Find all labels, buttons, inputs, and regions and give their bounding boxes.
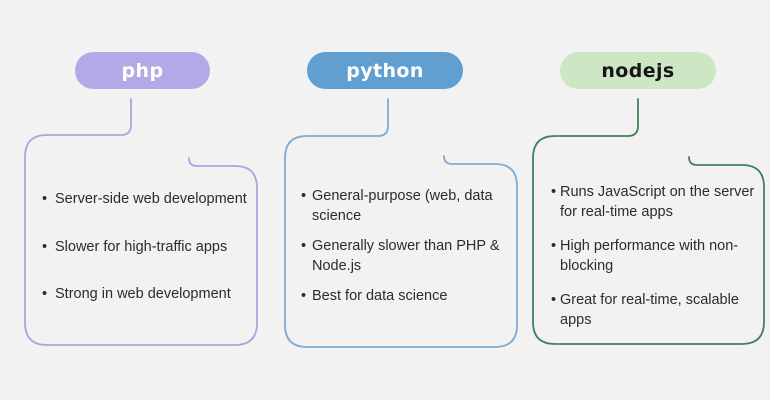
node-pill-php: php (75, 52, 210, 89)
bullet-list-php: • Server-side web development • Slower f… (42, 190, 250, 333)
python-branch-outline (284, 98, 518, 348)
list-item: • Runs JavaScript on the server for real… (551, 183, 759, 222)
bullet-marker: • (301, 238, 307, 254)
node-pill-python: python (307, 52, 463, 89)
php-branch-outline (24, 98, 258, 346)
list-item: • Strong in web development (42, 285, 250, 305)
bullet-text: Strong in web development (55, 286, 231, 302)
bullet-text: Runs JavaScript on the server for real-t… (560, 184, 755, 220)
list-item: • Slower for high-traffic apps (42, 238, 250, 258)
bullet-text: Generally slower than PHP & Node.js (312, 238, 500, 274)
bullet-text: Server-side web development (55, 191, 247, 207)
bullet-text: General-purpose (web, data science (312, 188, 493, 224)
list-item: • General-purpose (web, data science (301, 187, 503, 226)
list-item: • High performance with non- blocking (551, 237, 759, 276)
bullet-marker: • (301, 188, 307, 204)
list-item: • Best for data science (301, 287, 503, 307)
bullet-list-nodejs: • Runs JavaScript on the server for real… (551, 183, 759, 345)
list-item: • Generally slower than PHP & Node.js (301, 237, 503, 276)
bullet-text: High performance with non- blocking (560, 238, 739, 274)
list-item: • Great for real-time, scalable apps (551, 291, 759, 330)
node-label-python: python (346, 59, 424, 82)
bullet-marker: • (42, 191, 48, 207)
bullet-marker: • (551, 292, 557, 308)
bullet-marker: • (42, 286, 48, 302)
bullet-text: Slower for high-traffic apps (55, 238, 228, 255)
list-item: • Server-side web development (42, 190, 250, 210)
node-label-nodejs: nodejs (601, 59, 675, 82)
bullet-text: Best for data science (312, 288, 448, 304)
bullet-list-python: • General-purpose (web, data science • G… (301, 187, 503, 318)
bullet-text: Great for real-time, scalable apps (560, 292, 739, 328)
node-pill-nodejs: nodejs (560, 52, 716, 89)
bullet-marker: • (551, 184, 557, 200)
bullet-marker: • (42, 238, 48, 255)
bullet-marker: • (551, 238, 557, 254)
node-label-php: php (121, 59, 164, 82)
bullet-marker: • (301, 288, 307, 304)
nodejs-branch-outline (532, 98, 765, 345)
